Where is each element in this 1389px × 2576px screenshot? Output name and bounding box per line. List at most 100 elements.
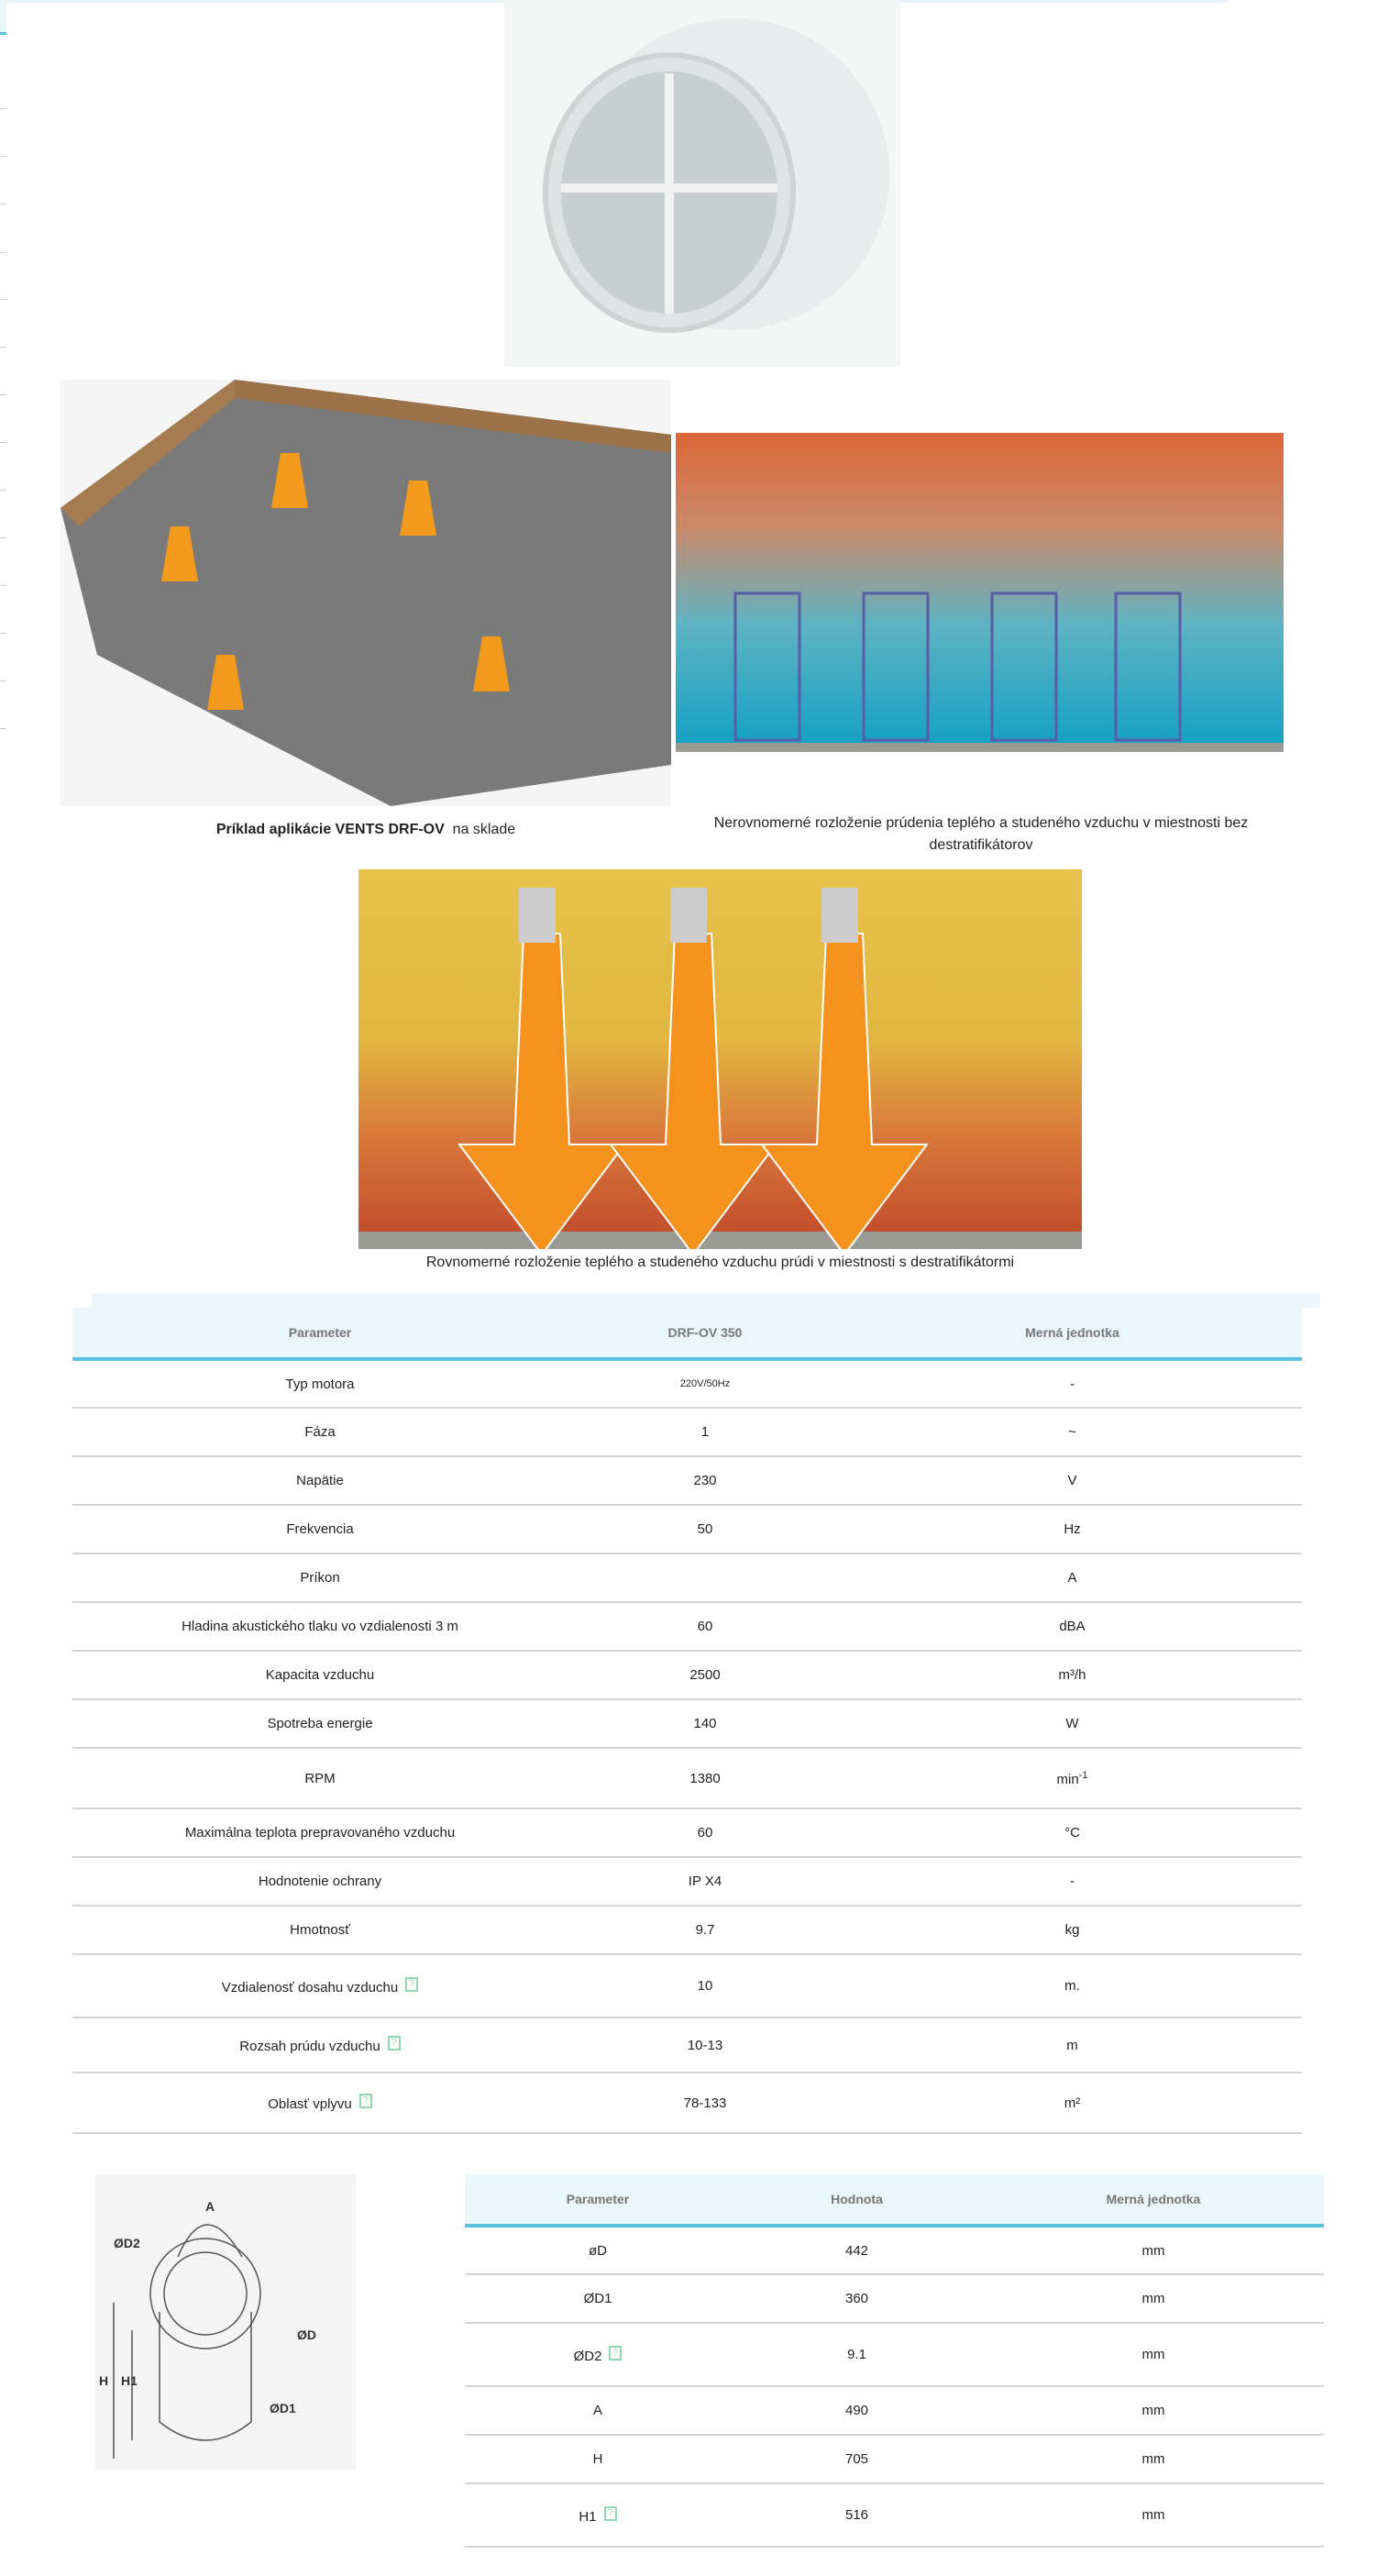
left-divider [0,299,6,300]
col-unit: Merná jednotka [843,1308,1302,1361]
param-label: Kapacita vzduchu [265,1667,375,1683]
left-divider [0,347,6,348]
param-label: Frekvencia [286,1521,354,1537]
col-value: DRF-OV 350 [568,1308,843,1361]
param-cell: Kapacita vzduchu [72,1651,568,1700]
unit-label: °C [1064,1825,1080,1841]
svg-text:H1: H1 [121,2373,138,2388]
value-cell: 705 [731,2435,983,2484]
unit-cell: W [843,1699,1302,1749]
param-cell: Hodnotenie ochrany [72,1857,568,1907]
help-icon[interactable]: ? [609,2345,623,2360]
param-cell: H1? [465,2483,731,2548]
table-row: Príkon A [72,1553,1302,1603]
value-cell: 9.7 [568,1906,843,1955]
param-cell: Maximálna teplota prepravovaného vzduchu [72,1808,568,1858]
unit-label: min [1056,1771,1079,1787]
param-label: Fáza [304,1424,336,1440]
value-cell: 10-13 [568,2018,843,2073]
help-icon[interactable]: ? [405,1976,419,1992]
unit-cell: mm [983,2226,1324,2275]
value-cell: 9.1 [731,2323,983,2387]
param-cell: øD [465,2226,731,2275]
param-label: Maximálna teplota prepravovaného vzduchu [184,1825,456,1841]
unit-exponent: -1 [1078,1769,1088,1781]
uneven-caption: Nerovnomerné rozloženie prúdenia teplého… [713,815,1249,849]
caption-rest: na sklade [452,822,516,837]
param-cell: Napätie [72,1456,568,1506]
unit-label: mm [1141,2507,1165,2523]
param-label: Hladina akustického tlaku vo vzdialenost… [182,1619,458,1634]
param-label: øD [589,2242,607,2259]
param-cell: ØD1 [465,2274,731,2324]
uneven-air-distribution-image [676,433,1284,752]
unit-cell: mm [983,2435,1324,2484]
value-cell: 490 [731,2386,983,2436]
unit-cell: mm [983,2483,1324,2548]
param-cell: Príkon [72,1553,568,1603]
unit-label: V [1067,1473,1077,1488]
unit-cell: kg [843,1906,1302,1955]
help-icon[interactable]: ? [387,2036,401,2051]
param-cell: A [465,2386,731,2436]
value-cell: 50 [568,1505,843,1554]
left-tab[interactable] [0,0,6,35]
table-row: H 705 mm [465,2435,1324,2484]
col-unit: Merná jednotka [983,2174,1324,2228]
unit-label: m² [1064,2095,1081,2111]
unit-cell: m³/h [843,1651,1302,1700]
left-divider [0,442,6,443]
value-cell: IP X4 [568,1857,843,1907]
table-row: Fáza 1 ~ [72,1408,1302,1457]
unit-cell: °C [843,1808,1302,1858]
left-divider [0,680,6,681]
unit-label: mm [1141,2242,1165,2259]
param-label: Spotreba energie [267,1716,373,1731]
unit-cell: m [843,2018,1302,2073]
param-label: ØD2 [573,2348,602,2364]
unit-label: mm [1141,2451,1165,2467]
unit-label: dBA [1059,1619,1086,1634]
specs-table: Parameter DRF-OV 350 Merná jednotka Typ … [72,1308,1302,2134]
help-icon[interactable]: ? [358,2094,372,2108]
value-cell: 1 [568,1408,843,1457]
value-cell: 1380 [568,1748,843,1809]
unit-label: m. [1064,1978,1080,1994]
svg-text:ØD1: ØD1 [270,2401,296,2416]
left-divider [0,585,6,586]
unit-label: ~ [1068,1424,1076,1440]
param-label: Hmotnosť [290,1922,350,1938]
param-label: Príkon [300,1570,340,1586]
col-value: Hodnota [731,2174,983,2228]
param-cell: Fáza [72,1408,568,1457]
unit-label: A [1067,1570,1077,1586]
param-label: Rozsah prúdu vzduchu [239,2039,380,2054]
section-bar [92,1293,1320,1308]
value-cell: 360 [731,2274,983,2324]
help-icon[interactable]: ? [603,2505,617,2521]
param-cell: Spotreba energie [72,1699,568,1749]
unit-label: m³/h [1058,1667,1086,1683]
even-caption: Rovnomerné rozloženie teplého a studenéh… [425,1255,1015,1270]
unit-label: - [1070,1874,1075,1889]
value-cell: 10 [568,1954,843,2018]
param-cell: Hladina akustického tlaku vo vzdialenost… [72,1602,568,1652]
param-cell: Hmotnosť [72,1906,568,1955]
left-divider [0,394,6,395]
warehouse-caption: Príklad aplikácie VENTS DRF-OV na sklade [61,822,671,838]
unit-cell: m² [843,2073,1302,2134]
unit-cell: m. [843,1954,1302,2018]
param-label: H [592,2451,603,2467]
param-label: Hodnotenie ochrany [258,1874,382,1889]
